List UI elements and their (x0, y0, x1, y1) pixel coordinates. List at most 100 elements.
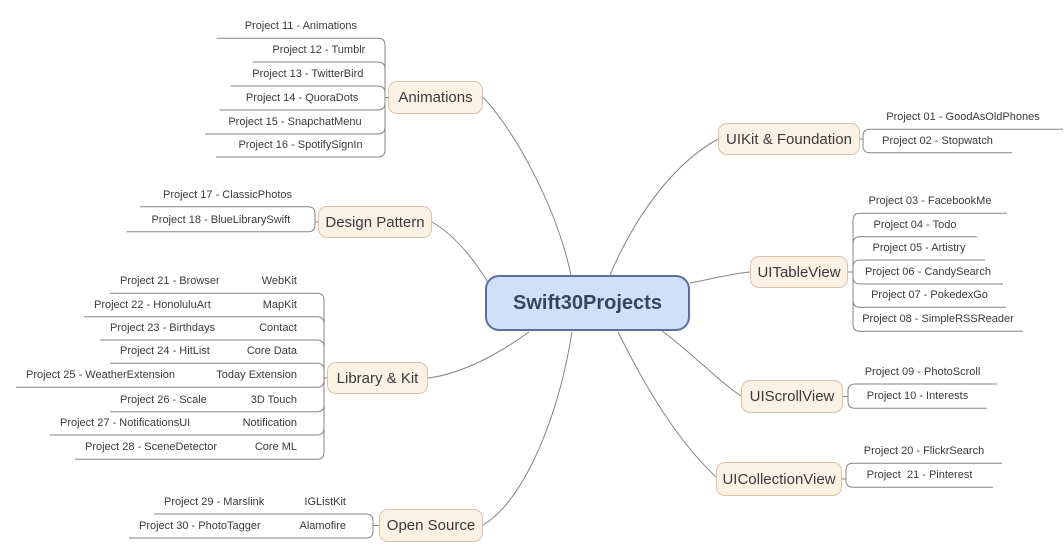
leaf-kit-label: WebKit (261, 275, 297, 288)
leaf-node-design-pattern-2[interactable]: Project 18 - BlueLibrarySwift (127, 210, 315, 232)
connector-center-to-library-kit (427, 331, 530, 379)
branch-node-uikit-foundation[interactable]: UIKit & Foundation (718, 123, 860, 155)
branch-node-design-pattern[interactable]: Design Pattern (318, 206, 432, 238)
leaf-node-library-kit-4[interactable]: Project 24 - HitList Core Data (110, 341, 324, 363)
leaf-label: Project 24 - HitList (120, 345, 210, 358)
leaf-node-library-kit-7[interactable]: Project 27 - NotificationsUI Notification (50, 413, 324, 435)
leaf-kit-label: Core Data (246, 345, 297, 358)
connector-design-pattern-leaves (126, 206, 318, 233)
leaf-label: Project 14 - QuoraDots (245, 92, 359, 104)
connector-center-to-open-source (482, 331, 573, 526)
leaf-label: Project 02 - Stopwatch (882, 134, 993, 147)
leaf-label: Project 18 - BlueLibrarySwift (151, 213, 291, 226)
center-node-label: Swift30Projects (513, 291, 662, 314)
leaf-label: Project 25 - WeatherExtension (26, 369, 175, 382)
leaf-node-uitableview-3[interactable]: Project 05 - Artistry (853, 238, 985, 260)
leaf-kit-label: MapKit (262, 298, 297, 311)
leaf-node-uitableview-5[interactable]: Project 07 - PokedexGo (853, 285, 1006, 307)
leaf-label: Project 03 - FacebookMe (868, 195, 992, 208)
leaf-node-open-source-2[interactable]: Project 30 - PhotoTagger Alamofire (129, 516, 373, 538)
leaf-label: Project 13 - TwitterBird (252, 68, 364, 80)
leaf-node-uiscrollview-2[interactable]: Project 10 - Interests (848, 386, 987, 408)
branch-node-open-source[interactable]: Open Source (379, 509, 483, 542)
leaf-label: Project 10 - Interests (866, 390, 969, 403)
leaf-label: Project 15 - SnapchatMenu (228, 116, 362, 128)
leaf-node-uikit-foundation-2[interactable]: Project 02 - Stopwatch (863, 131, 1012, 153)
leaf-node-uicollectionview-1[interactable]: Project 20 - FlickrSearch (846, 441, 1002, 463)
leaf-label: Project 07 - PokedexGo (871, 289, 988, 302)
leaf-kit-label: IGListKit (304, 496, 346, 508)
leaf-kit-label: 3D Touch (250, 393, 297, 406)
branch-node-label: Library & Kit (336, 369, 419, 387)
branch-node-uitableview[interactable]: UITableView (750, 256, 848, 288)
branch-node-label: UICollectionView (722, 470, 836, 488)
connector-uiscrollview-leaves (843, 383, 997, 409)
connector-center-to-animations (482, 97, 572, 276)
leaf-label: Project 23 - Birthdays (110, 322, 216, 334)
leaf-node-animations-6[interactable]: Project 16 - SpotifySignIn (216, 135, 385, 157)
connector-center-to-uiscrollview (661, 330, 742, 397)
center-node-swift30projects[interactable]: Swift30Projects (485, 275, 690, 331)
leaf-label: Project 09 - PhotoScroll (864, 366, 981, 378)
leaf-kit-label: Alamofire (299, 520, 346, 532)
leaf-kit-label: Notification (242, 417, 297, 429)
leaf-label: Project 26 - Scale (120, 393, 207, 406)
branch-node-uiscrollview[interactable]: UIScrollView (741, 380, 843, 413)
leaf-node-animations-1[interactable]: Project 11 - Animations (217, 16, 385, 38)
leaf-node-animations-3[interactable]: Project 13 - TwitterBird (231, 64, 385, 86)
leaf-node-library-kit-1[interactable]: Project 21 - Browser WebKit (110, 271, 324, 293)
leaf-label: Project 20 - FlickrSearch (863, 445, 985, 458)
connector-center-to-uitableview (689, 271, 751, 284)
leaf-label: Project 01 - GoodAsOldPhones (886, 111, 1040, 124)
branch-node-label: UIScrollView (749, 388, 835, 405)
branch-node-animations[interactable]: Animations (388, 81, 483, 114)
leaf-label: Project 05 - Artistry (872, 242, 966, 254)
leaf-label: Project 21 - Browser (120, 275, 220, 288)
connector-uikit-foundation-leaves (860, 128, 1063, 154)
leaf-node-uicollectionview-2[interactable]: Project 21 - Pinterest (846, 465, 993, 487)
connector-animations-leaves (205, 37, 388, 158)
branch-node-library-kit[interactable]: Library & Kit (327, 362, 428, 394)
leaf-node-design-pattern-1[interactable]: Project 17 - ClassicPhotos (140, 185, 315, 207)
leaf-label: Project 21 - Pinterest (866, 469, 973, 482)
connector-center-to-design-pattern (431, 221, 490, 285)
connector-uitableview-leaves (848, 212, 1023, 332)
leaf-node-animations-5[interactable]: Project 15 - SnapchatMenu (205, 112, 385, 134)
leaf-label: Project 17 - ClassicPhotos (163, 188, 292, 201)
leaf-node-animations-4[interactable]: Project 14 - QuoraDots (219, 88, 385, 110)
leaf-label: Project 11 - Animations (244, 20, 357, 33)
branch-node-label: UITableView (757, 263, 841, 281)
connector-center-to-uikit-foundation (609, 138, 719, 276)
leaf-label: Project 06 - CandySearch (865, 266, 991, 278)
leaf-label: Project 30 - PhotoTagger (139, 520, 261, 532)
leaf-node-uikit-foundation-1[interactable]: Project 01 - GoodAsOldPhones (863, 107, 1063, 129)
leaf-node-uitableview-6[interactable]: Project 08 - SimpleRSSReader (853, 309, 1023, 331)
leaf-node-uitableview-2[interactable]: Project 04 - Todo (853, 215, 977, 237)
leaf-node-uitableview-4[interactable]: Project 06 - CandySearch (853, 262, 1003, 284)
leaf-label: Project 27 - NotificationsUI (60, 417, 191, 429)
leaf-label: Project 16 - SpotifySignIn (238, 139, 363, 151)
branch-node-label: Open Source (386, 517, 476, 534)
leaf-node-library-kit-6[interactable]: Project 26 - Scale 3D Touch (110, 390, 324, 412)
branch-node-label: UIKit & Foundation (726, 130, 852, 148)
leaf-node-library-kit-3[interactable]: Project 23 - Birthdays Contact (100, 318, 324, 340)
connector-open-source-leaves (129, 513, 379, 539)
leaf-kit-label: Core ML (254, 441, 297, 454)
leaf-node-animations-2[interactable]: Project 12 - Tumblr (253, 40, 385, 62)
leaf-kit-label: Today Extension (216, 369, 297, 382)
leaf-node-uiscrollview-1[interactable]: Project 09 - PhotoScroll (848, 362, 997, 384)
connector-uicollectionview-leaves (842, 462, 1002, 488)
leaf-kit-label: Contact (259, 322, 297, 334)
leaf-node-uitableview-1[interactable]: Project 03 - FacebookMe (853, 191, 1007, 213)
leaf-label: Project 12 - Tumblr (272, 44, 366, 56)
branch-node-label: Animations (398, 89, 473, 106)
leaf-label: Project 08 - SimpleRSSReader (862, 313, 1014, 326)
branch-node-uicollectionview[interactable]: UICollectionView (716, 462, 842, 496)
connector-library-kit-leaves (16, 292, 327, 460)
leaf-node-library-kit-5[interactable]: Project 25 - WeatherExtension Today Exten… (16, 365, 324, 387)
